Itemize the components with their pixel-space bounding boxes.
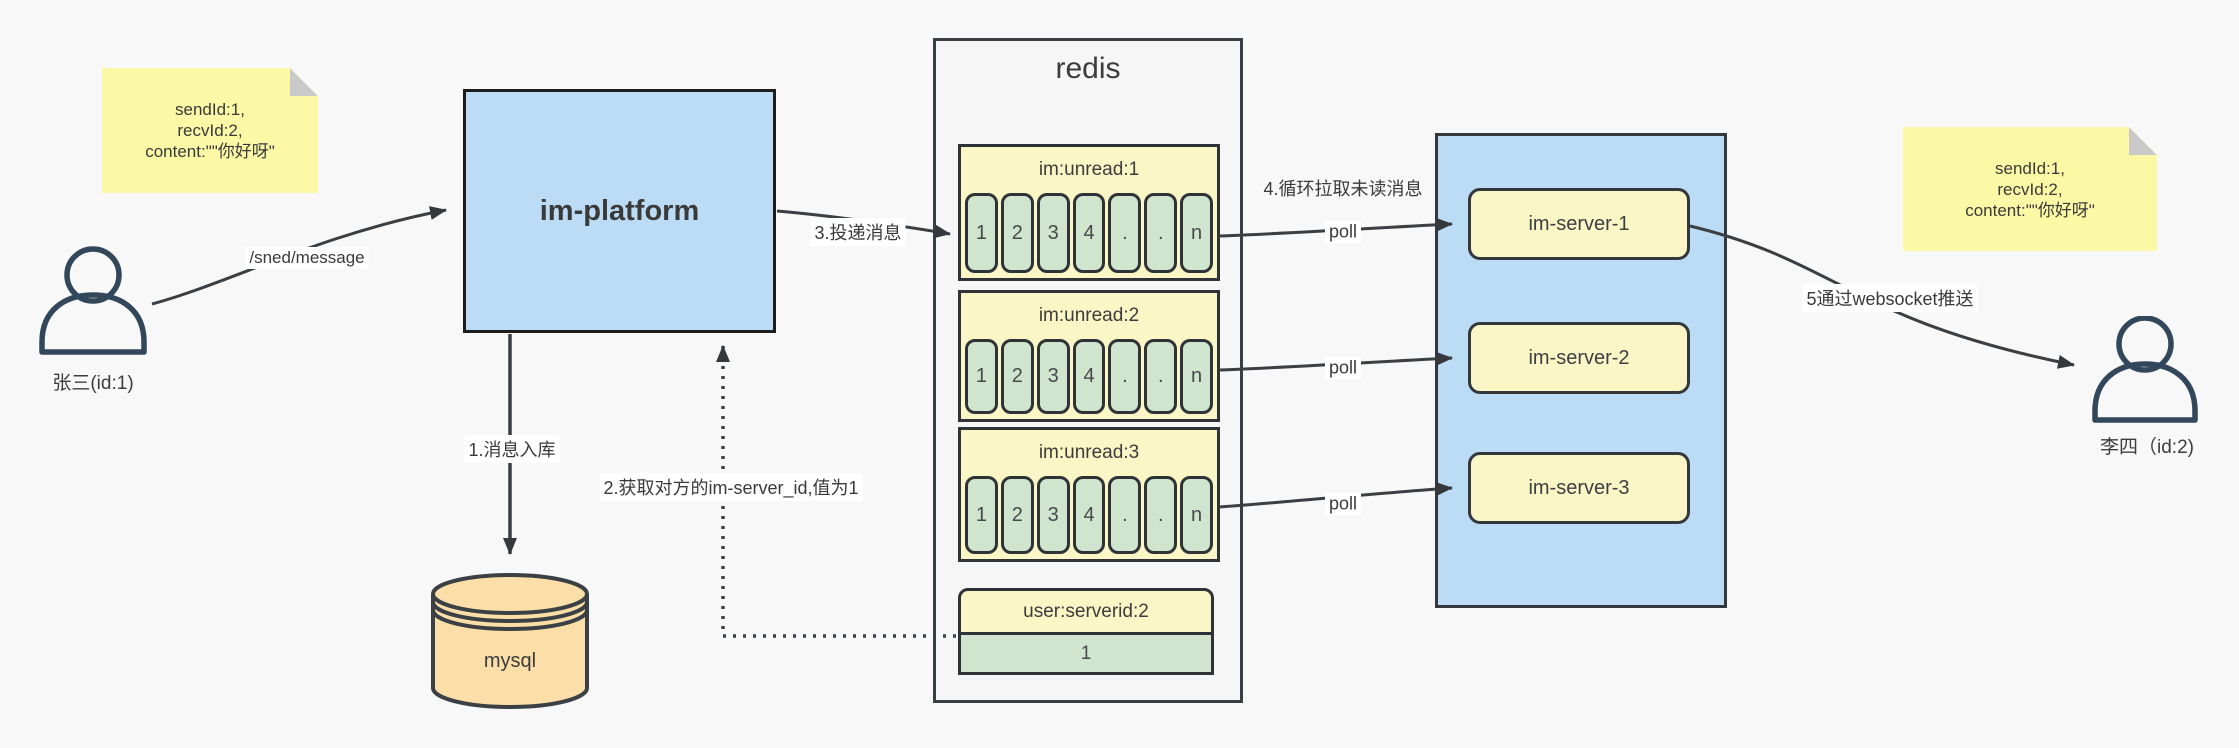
mysql-label: mysql — [483, 650, 537, 672]
edge-label-step2: 2.获取对方的im-server_id,值为1 — [599, 473, 863, 501]
sticky-note-sender: sendId:1, recvId:2, content:""你好呀" — [102, 68, 318, 193]
note-line: recvId:2, — [1997, 179, 2063, 199]
mapping-key: user:serverid:2 — [958, 588, 1214, 635]
queue-cell: . — [1144, 193, 1178, 273]
redis-queue-im-unread-2: im:unread:2 1 2 3 4 . . n — [958, 290, 1220, 422]
edge-label-step4: 4.循环拉取未读消息 — [1263, 179, 1423, 199]
note-text: sendId:1, recvId:2, content:""你好呀" — [102, 68, 318, 193]
note-line: recvId:2, — [177, 121, 243, 140]
queue-cell: 2 — [1000, 339, 1034, 414]
queue-cell: 3 — [1036, 476, 1070, 554]
queue-cell: 2 — [1000, 476, 1034, 554]
redis-queue-im-unread-1: im:unread:1 1 2 3 4 . . n — [958, 144, 1220, 281]
edge-label-step3: 3.投递消息 — [810, 218, 906, 246]
sticky-note-receiver: sendId:1, recvId:2, content:""你好呀" — [1903, 127, 2157, 251]
queue-cell: . — [1108, 476, 1142, 554]
queue-cell: 1 — [965, 193, 998, 273]
note-text: sendId:1, recvId:2, content:""你好呀" — [1903, 127, 2157, 251]
note-line: content:""你好呀" — [1965, 200, 2095, 220]
queue-cells: 1 2 3 4 . . n — [965, 476, 1214, 554]
edge-label-poll-1: poll — [1324, 220, 1362, 244]
receiver-label: 李四（id:2) — [2100, 437, 2194, 458]
redis-title: redis — [1055, 52, 1121, 85]
sender-user-icon — [38, 246, 148, 361]
queue-name: im:unread:3 — [1038, 441, 1140, 463]
note-line: content:""你好呀" — [145, 142, 275, 161]
im-server-2-node: im-server-2 — [1468, 322, 1690, 394]
redis-queue-im-unread-3: im:unread:3 1 2 3 4 . . n — [958, 427, 1220, 562]
edge-label-step5: 5通过websocket推送 — [1802, 284, 1978, 312]
note-fold-icon — [2129, 127, 2157, 155]
queue-cell: . — [1144, 476, 1178, 554]
note-line: sendId:1, — [175, 100, 245, 119]
queue-cell: . — [1108, 193, 1142, 273]
queue-cells: 1 2 3 4 . . n — [965, 193, 1214, 273]
queue-cell: 1 — [965, 339, 998, 414]
queue-cell: 2 — [1000, 193, 1034, 273]
receiver-user-icon — [2092, 315, 2198, 429]
mapping-value: 1 — [958, 632, 1214, 675]
note-fold-icon — [290, 68, 318, 96]
edge-label-send: /sned/message — [245, 247, 369, 269]
queue-cell: 4 — [1072, 193, 1106, 273]
queue-cell: n — [1180, 476, 1214, 554]
queue-cells: 1 2 3 4 . . n — [965, 339, 1214, 414]
queue-cell: 3 — [1036, 339, 1070, 414]
queue-cell: 4 — [1072, 339, 1106, 414]
queue-cell: n — [1180, 193, 1214, 273]
redis-user-serverid-box: user:serverid:2 1 — [958, 588, 1214, 675]
mysql-database-icon — [430, 562, 590, 717]
queue-cell: . — [1108, 339, 1142, 414]
queue-cell: . — [1144, 339, 1178, 414]
edge-label-step1: 1.消息入库 — [464, 435, 560, 463]
im-server-1-node: im-server-1 — [1468, 188, 1690, 260]
queue-cell: 4 — [1072, 476, 1106, 554]
queue-name: im:unread:1 — [1038, 158, 1140, 180]
sender-label: 张三(id:1) — [52, 373, 134, 394]
queue-name: im:unread:2 — [1038, 304, 1140, 326]
edge-label-poll-2: poll — [1324, 356, 1362, 380]
note-line: sendId:1, — [1995, 158, 2065, 178]
im-server-3-node: im-server-3 — [1468, 452, 1690, 524]
edge-label-poll-3: poll — [1324, 492, 1362, 516]
queue-cell: 3 — [1036, 193, 1070, 273]
queue-cell: 1 — [965, 476, 998, 554]
im-platform-node: im-platform — [463, 89, 776, 333]
queue-cell: n — [1180, 339, 1214, 414]
